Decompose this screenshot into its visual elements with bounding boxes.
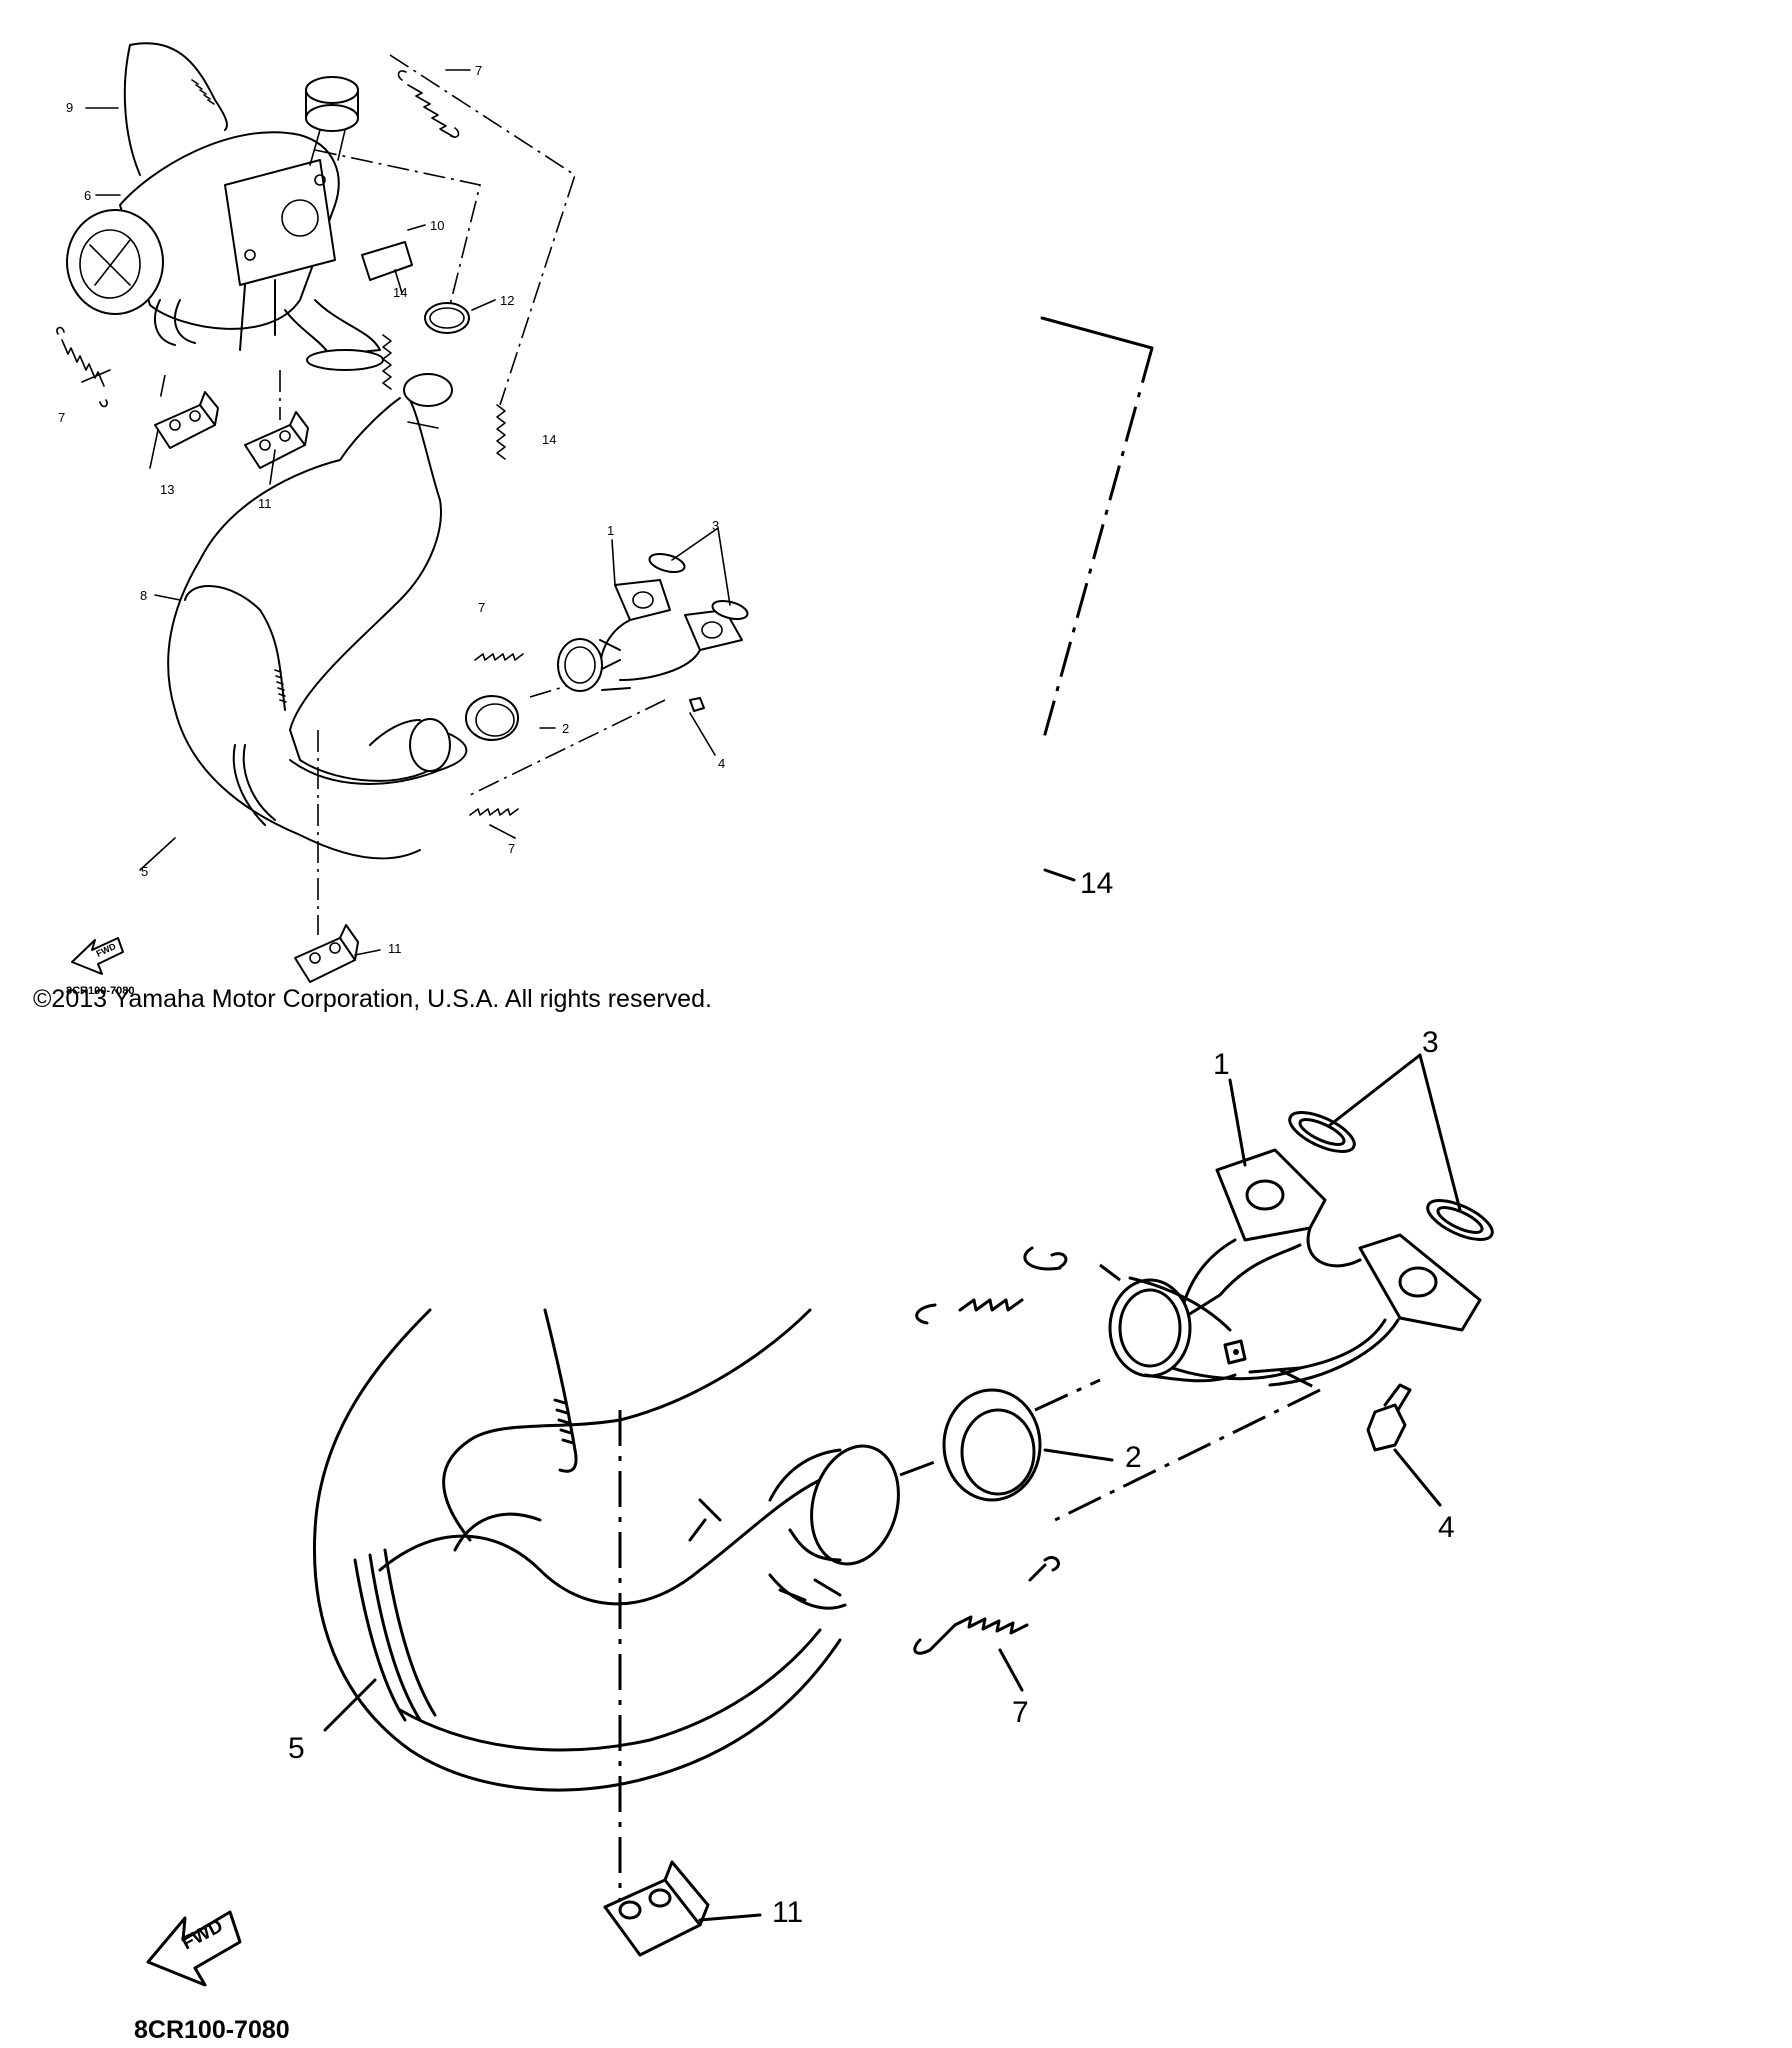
callout-9: 9 bbox=[66, 100, 73, 115]
gasket-part-3-a bbox=[648, 552, 686, 574]
copyright-notice: ©2013 Yamaha Motor Corporation, U.S.A. A… bbox=[33, 985, 712, 1013]
spring-part-14-a bbox=[382, 334, 392, 390]
gasket-part-3-b bbox=[711, 599, 749, 621]
callout-12: 12 bbox=[500, 293, 514, 308]
spring-part-7-top bbox=[397, 70, 460, 138]
fwd-arrow-icon-small: FWD bbox=[71, 937, 124, 975]
pad-part-10 bbox=[361, 241, 413, 281]
callout-7-left: 7 bbox=[58, 410, 65, 425]
callout-7-low: 7 bbox=[508, 841, 515, 856]
diagram-code-small: 8CR100-7080 bbox=[66, 985, 135, 997]
zoom-pipe-part-5 bbox=[312, 1308, 900, 1792]
expansion-chamber-part-5 bbox=[167, 373, 468, 860]
callout-7-top: 7 bbox=[475, 63, 482, 78]
overview-diagram: 9 7 6 10 12 14 14 7 13 11 1 3 8 7 2 4 7 … bbox=[56, 42, 749, 997]
bracket-part-11-bottom bbox=[294, 924, 359, 983]
leader-14 bbox=[1043, 868, 1076, 882]
zoom-guide-dashed bbox=[1040, 347, 1154, 746]
callout-14-top: 14 bbox=[393, 285, 407, 300]
muffler-part-6 bbox=[66, 76, 384, 371]
callout-11-top: 11 bbox=[258, 496, 272, 511]
zoom-detail: 14 bbox=[134, 316, 1494, 2044]
zoom-spring-part-7-lower bbox=[913, 1555, 1060, 1655]
zoom-callout-1: 1 bbox=[1213, 1048, 1230, 1081]
zoom-bracket-part-11 bbox=[603, 1860, 710, 1957]
zoom-manifold-part-1 bbox=[1163, 1148, 1482, 1387]
zoom-callout-3: 3 bbox=[1422, 1026, 1439, 1059]
zoom-callout-2: 2 bbox=[1125, 1441, 1142, 1474]
callout-6: 6 bbox=[84, 188, 91, 203]
spring-part-7-low bbox=[469, 808, 519, 816]
callout-5: 5 bbox=[141, 864, 148, 879]
zoom-wire-part-8 bbox=[543, 1308, 578, 1473]
zoom-bolt-part-4 bbox=[1366, 1383, 1412, 1452]
bolt-part-4 bbox=[689, 697, 705, 712]
wire-part-8 bbox=[184, 585, 286, 711]
zoom-callout-14: 14 bbox=[1080, 867, 1113, 900]
fwd-arrow-icon-large: FWD bbox=[146, 1910, 242, 1987]
spring-part-7-left bbox=[56, 326, 108, 408]
callout-4: 4 bbox=[718, 756, 725, 771]
diagram-code-large: 8CR100-7080 bbox=[134, 2016, 290, 2044]
wire-part-9 bbox=[123, 42, 228, 176]
zoom-callout-11: 11 bbox=[772, 1896, 803, 1929]
spring-part-7-mid bbox=[474, 653, 524, 661]
zoom-callout-5: 5 bbox=[288, 1732, 305, 1765]
zoom-gasket-3-b bbox=[1426, 1199, 1494, 1241]
spring-part-14-b bbox=[496, 404, 506, 460]
callout-10: 10 bbox=[430, 218, 444, 233]
zoom-guide-hook bbox=[1040, 316, 1154, 350]
zoom-joint-flange bbox=[1108, 1276, 1247, 1383]
zoom-seal-part-2 bbox=[942, 1388, 1042, 1502]
bracket-part-13 bbox=[154, 391, 219, 449]
bracket-part-11-top bbox=[244, 411, 309, 469]
zoom-callout-4: 4 bbox=[1438, 1511, 1455, 1544]
callout-3: 3 bbox=[712, 518, 719, 533]
callout-2: 2 bbox=[562, 721, 569, 736]
callout-1: 1 bbox=[607, 523, 614, 538]
seal-part-2 bbox=[465, 695, 519, 741]
callout-13: 13 bbox=[160, 482, 174, 497]
callout-8: 8 bbox=[140, 588, 147, 603]
manifold-part-1 bbox=[557, 579, 743, 692]
zoom-spring-part-7-upper bbox=[915, 1246, 1068, 1325]
callout-14-right: 14 bbox=[542, 432, 556, 447]
callout-11-bottom: 11 bbox=[388, 941, 402, 956]
zoom-gasket-3-a bbox=[1288, 1111, 1356, 1153]
guide-line-top bbox=[389, 54, 576, 406]
callout-7-mid: 7 bbox=[478, 600, 485, 615]
zoom-callout-7: 7 bbox=[1012, 1696, 1029, 1729]
